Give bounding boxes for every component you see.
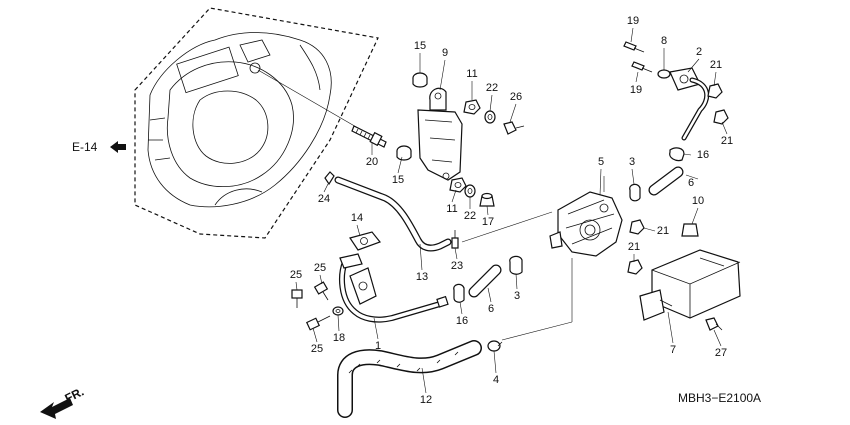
- callout-label: 9: [442, 47, 448, 59]
- callout-label: 23: [451, 260, 463, 272]
- callout-label: 11: [446, 203, 457, 215]
- grommet-part: [412, 72, 428, 88]
- cap-part: [681, 223, 699, 237]
- bolt-part: [503, 121, 525, 135]
- bolt-part: [705, 317, 723, 331]
- clip-part: [324, 171, 335, 186]
- gasket-part: [349, 231, 381, 251]
- clip-ring-part: [487, 340, 503, 352]
- callout-label: 21: [657, 225, 669, 237]
- front-direction: FR.: [40, 384, 86, 419]
- front-direction-label: FR.: [63, 384, 87, 405]
- pipe-assembly-part: [339, 253, 449, 323]
- stud-part: [623, 41, 645, 53]
- bolt-part: [291, 289, 303, 308]
- diagram-code: MBH3−E2100A: [678, 391, 761, 405]
- nut-part: [449, 177, 467, 193]
- hose-part: [648, 166, 684, 196]
- callout-label: 27: [715, 347, 727, 359]
- bracket-part: [417, 87, 463, 181]
- callout-label: 18: [333, 332, 345, 344]
- reed-cover-part: [669, 67, 710, 141]
- nut-part: [627, 259, 643, 275]
- callout-label: 20: [366, 156, 378, 168]
- clamp-part: [669, 147, 685, 162]
- callout-label: 6: [688, 177, 694, 189]
- callout-label: 24: [318, 193, 330, 205]
- clamp-part: [509, 255, 523, 275]
- callout-label: 3: [514, 290, 520, 302]
- callout-label: 19: [630, 84, 642, 96]
- hose-part: [468, 264, 502, 298]
- callout-label: 16: [456, 315, 468, 327]
- reference-e14: E-14: [72, 140, 126, 154]
- callout-label: 16: [697, 149, 709, 161]
- washer-part: [332, 306, 344, 316]
- nut-part: [707, 83, 723, 99]
- callout-label: 7: [670, 344, 676, 356]
- callout-label: 19: [627, 15, 639, 27]
- callout-label: 13: [416, 271, 428, 283]
- long-hose-part: [337, 340, 482, 418]
- reference-arrow-icon: [110, 141, 126, 153]
- stud-part: [631, 61, 653, 73]
- callout-label: 25: [311, 343, 323, 355]
- callout-label: 22: [486, 82, 498, 94]
- callout-label: 2: [696, 46, 702, 58]
- nut-part: [713, 109, 729, 125]
- callout-label: 26: [510, 91, 522, 103]
- crankcase-reference: [134, 7, 379, 239]
- callout-label: 12: [420, 394, 432, 406]
- washer-part: [464, 184, 476, 198]
- clamp-part: [629, 183, 641, 202]
- grommet-part: [396, 145, 412, 161]
- callout-label: 1: [375, 340, 381, 352]
- stud-bolt-part: [351, 125, 387, 148]
- o-ring-part: [657, 69, 671, 79]
- bolt-part: [305, 315, 331, 331]
- cap-part: [479, 192, 495, 207]
- callout-label: 22: [464, 210, 476, 222]
- callout-label: 25: [290, 269, 302, 281]
- callout-label: 17: [482, 216, 494, 228]
- silencer-part: [639, 249, 741, 321]
- callout-label: 14: [351, 212, 363, 224]
- nut-part: [463, 99, 481, 115]
- valve-part: [549, 191, 623, 257]
- callout-label: 10: [692, 195, 704, 207]
- callout-label: 21: [721, 135, 733, 147]
- callout-label: 4: [493, 374, 499, 386]
- callout-label: 21: [710, 59, 722, 71]
- callout-label: 11: [466, 68, 477, 80]
- callout-label: 3: [629, 156, 635, 168]
- nut-part: [629, 219, 645, 235]
- bolt-part: [313, 281, 329, 301]
- callout-label: 15: [414, 40, 426, 52]
- callout-label: 15: [392, 174, 404, 186]
- callout-label: 5: [598, 156, 604, 168]
- front-arrow-icon: [40, 398, 73, 419]
- washer-part: [484, 110, 496, 124]
- callout-label: 25: [314, 262, 326, 274]
- callout-label: 6: [488, 303, 494, 315]
- pipe-part: [334, 176, 452, 252]
- reference-label: E-14: [72, 140, 98, 154]
- callout-label: 21: [628, 241, 640, 253]
- callout-label: 8: [661, 35, 667, 47]
- clamp-part: [453, 283, 465, 303]
- fitting-part: [451, 230, 459, 249]
